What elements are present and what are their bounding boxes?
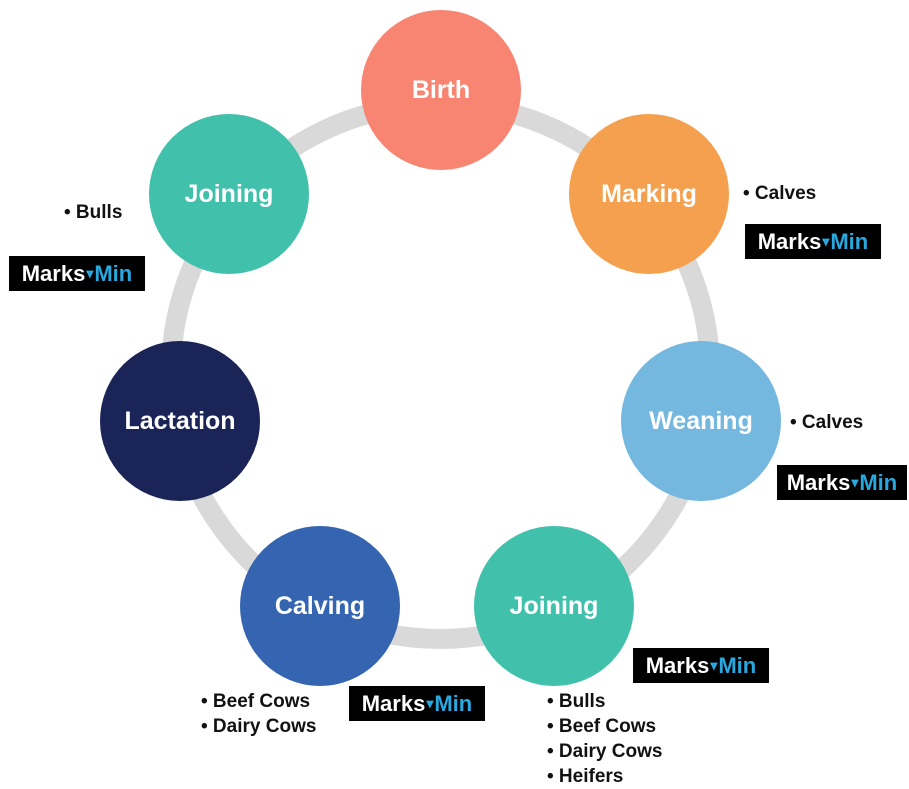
annotation-item: • Bulls xyxy=(547,691,606,712)
node-calving: Calving xyxy=(240,526,400,686)
annotation-joining-bottom: • Bulls • Beef Cows • Dairy Cows • Heife… xyxy=(547,689,662,789)
node-weaning: Weaning xyxy=(621,341,781,501)
node-weaning-label: Weaning xyxy=(649,406,753,435)
node-joining-top-label: Joining xyxy=(184,179,274,208)
node-calving-label: Calving xyxy=(274,591,366,620)
annotation-item: • Dairy Cows xyxy=(201,716,317,737)
logo-separator-icon: ▾ xyxy=(710,657,718,673)
annotation-item: • Calves xyxy=(790,412,864,433)
logo-text-min: Min xyxy=(434,690,473,716)
node-marking: Marking xyxy=(569,114,729,274)
logo-separator-icon: ▾ xyxy=(426,695,434,711)
logo-separator-icon: ▾ xyxy=(851,474,859,490)
annotation-item: • Beef Cows xyxy=(201,691,311,712)
logo-text-min: Min xyxy=(718,652,757,678)
annotation-item: • Dairy Cows xyxy=(547,741,663,762)
logo-text-min: Min xyxy=(94,260,133,286)
node-joining-bottom: Joining xyxy=(474,526,634,686)
logo-text-marks: Marks xyxy=(21,260,86,286)
node-lactation: Lactation xyxy=(100,341,260,501)
logo-text-marks: Marks xyxy=(361,690,426,716)
annotation-item: • Heifers xyxy=(547,766,624,787)
annotation-item: • Bulls xyxy=(64,202,123,223)
annotation-calving: • Beef Cows • Dairy Cows xyxy=(201,689,316,739)
node-marking-label: Marking xyxy=(601,179,697,208)
node-joining-top: Joining xyxy=(149,114,309,274)
marksmin-logo: Marks▾Min xyxy=(9,256,145,291)
annotation-marking: • Calves xyxy=(743,181,816,206)
logo-text-marks: Marks xyxy=(645,652,710,678)
node-birth-label: Birth xyxy=(411,75,471,104)
node-birth: Birth xyxy=(361,10,521,170)
marksmin-logo: Marks▾Min xyxy=(633,648,769,683)
logo-text-marks: Marks xyxy=(757,228,822,254)
marksmin-logo: Marks▾Min xyxy=(745,224,881,259)
marksmin-logo: Marks▾Min xyxy=(349,686,485,721)
node-joining-bottom-label: Joining xyxy=(509,591,599,620)
logo-text-min: Min xyxy=(859,469,898,495)
marksmin-logo: Marks▾Min xyxy=(777,465,907,500)
annotation-item: • Calves xyxy=(743,183,817,204)
annotation-item: • Beef Cows xyxy=(547,716,657,737)
annotation-weaning: • Calves xyxy=(790,410,863,435)
logo-text-min: Min xyxy=(830,228,869,254)
logo-separator-icon: ▾ xyxy=(822,233,830,249)
logo-separator-icon: ▾ xyxy=(86,265,94,281)
annotation-joining-top: • Bulls xyxy=(64,200,122,225)
node-lactation-label: Lactation xyxy=(124,406,236,435)
logo-text-marks: Marks xyxy=(786,469,851,495)
